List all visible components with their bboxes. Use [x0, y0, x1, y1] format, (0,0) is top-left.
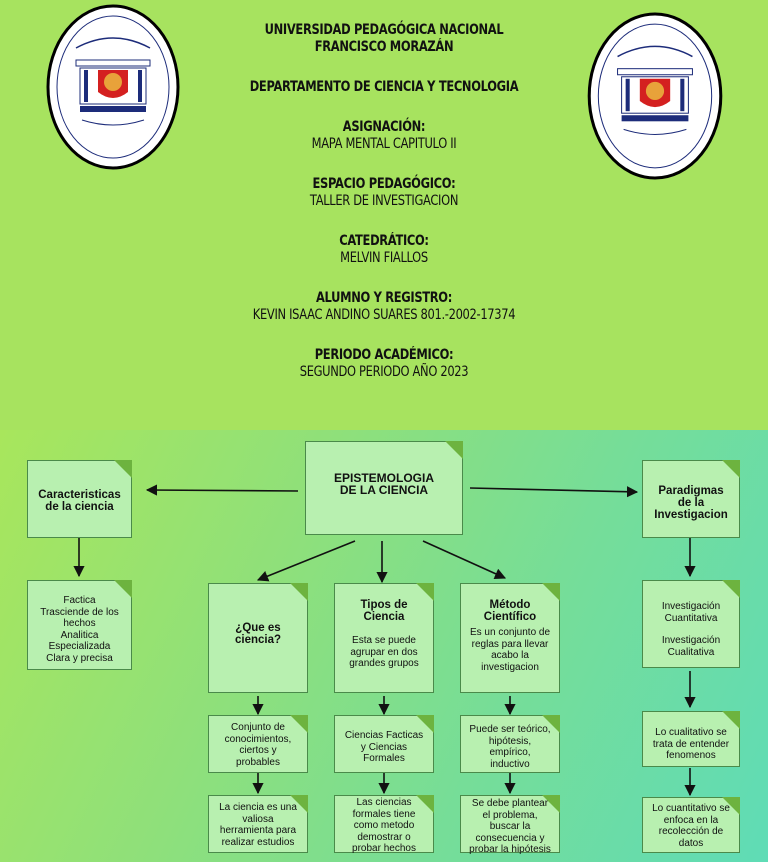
- center-node-epistemologia: EPISTEMOLOGIA DE LA CIENCIA: [305, 441, 463, 535]
- alumno-value: KEVIN ISAAC ANDINO SUARES 801.-2002-1737…: [252, 307, 516, 323]
- alumno-label: ALUMNO Y REGISTRO:: [316, 290, 452, 306]
- periodo-label: PERIODO ACADÉMICO:: [314, 347, 454, 363]
- university-seal-logo-right: [587, 12, 723, 180]
- arrow-center-left: [145, 484, 299, 496]
- cover-header: UNIVERSIDAD PEDAGÓGICA NACIONAL FRANCISC…: [190, 22, 578, 381]
- catedratico-value: MELVIN FIALLOS: [340, 250, 428, 266]
- node-que-conjunto: Conjunto de conocimientos, ciertos y pro…: [208, 715, 308, 773]
- node-paradigmas-list: Investigación Cuantitativa Investigación…: [642, 580, 740, 668]
- espacio-value: TALLER DE INVESTIGACION: [309, 193, 459, 209]
- catedratico-label: CATEDRÁTICO:: [339, 233, 429, 249]
- university-name-line2: FRANCISCO MORAZÁN: [314, 39, 454, 55]
- node-cuantitativo: Lo cuantitativo se enfoca en la recolecc…: [642, 797, 740, 853]
- node-que-es-ciencia: ¿Que es ciencia?: [208, 583, 308, 693]
- university-name-line1: UNIVERSIDAD PEDAGÓGICA NACIONAL: [264, 22, 504, 38]
- periodo-value: SEGUNDO PERIODO AÑO 2023: [299, 364, 469, 380]
- asignacion-label: ASIGNACIÓN:: [342, 119, 426, 135]
- node-tipos-grupos: Ciencias Facticas y Ciencias Formales: [334, 715, 434, 773]
- node-paradigmas: Paradigmas de la Investigacion: [642, 460, 740, 538]
- asignacion-value: MAPA MENTAL CAPITULO II: [311, 136, 457, 152]
- node-tipos-formales: Las ciencias formales tiene como metodo …: [334, 795, 434, 854]
- arrow-center-que: [256, 540, 356, 582]
- university-seal-logo-left: [46, 4, 180, 170]
- connector-arrows: [73, 484, 696, 797]
- node-metodo-cientifico: Método Científico Es un conjunto de regl…: [460, 583, 560, 693]
- node-cualitativo: Lo cualitativo se trata de entender feno…: [642, 711, 740, 767]
- department-title: DEPARTAMENTO DE CIENCIA Y TECNOLOGIA: [249, 79, 519, 95]
- node-metodo-pasos: Se debe plantear el problema, buscar la …: [460, 795, 560, 855]
- arrow-center-metodo: [422, 540, 507, 579]
- node-tipos-de-ciencia: Tipos de Ciencia Esta se puede agrupar e…: [334, 583, 434, 693]
- node-que-herramienta: La ciencia es una valiosa herramienta pa…: [208, 795, 308, 853]
- node-caracteristicas: Caracteristicas de la ciencia: [27, 460, 132, 538]
- node-metodo-tipos: Puede ser teórico, hipótesis, empírico, …: [460, 715, 560, 773]
- node-caracteristicas-list: Factica Trasciende de los hechos Analiti…: [27, 580, 132, 670]
- arrow-center-right: [469, 486, 639, 498]
- espacio-label: ESPACIO PEDAGÓGICO:: [312, 176, 456, 192]
